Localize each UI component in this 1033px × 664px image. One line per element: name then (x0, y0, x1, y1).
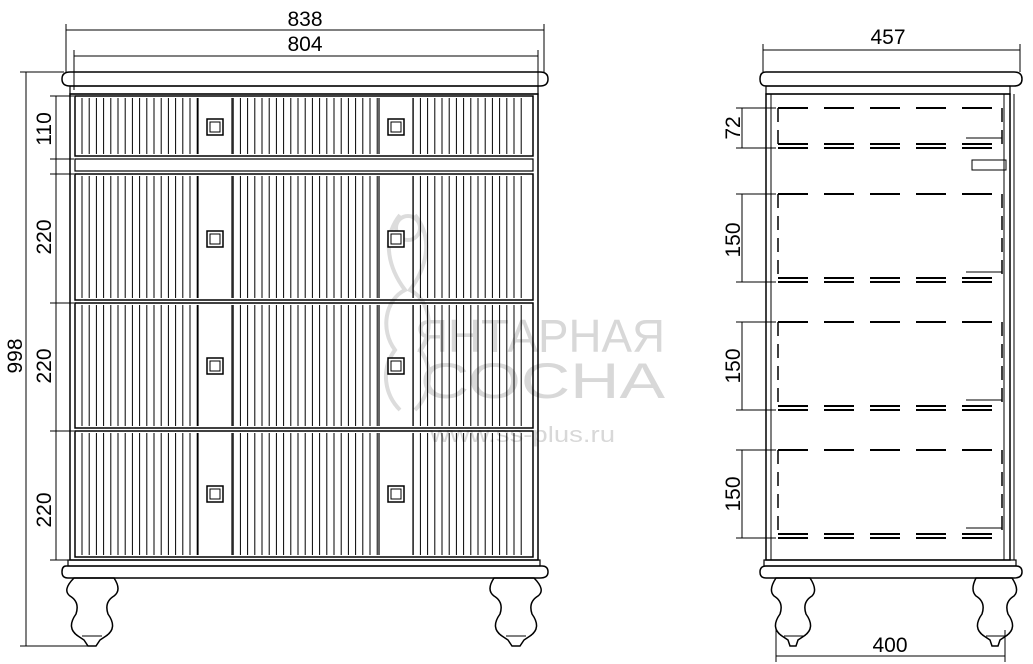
knob-inner (390, 121, 402, 133)
knob-icon (387, 357, 405, 375)
knob-inner (390, 233, 402, 245)
knob-inner (209, 360, 221, 372)
side-view: 457 (722, 26, 1023, 662)
front-drawer-1 (74, 95, 534, 157)
drawer-knobs (206, 118, 405, 503)
knob-inner (390, 360, 402, 372)
dimension-label-side-drawer-3: 150 (722, 348, 745, 383)
dimension-label-drawer-1: 110 (33, 112, 56, 145)
front-drawer-2 (74, 173, 534, 301)
dimension-label-side-drawer-4: 150 (722, 476, 745, 511)
side-plinth (759, 559, 1023, 579)
side-drawer-boxes (777, 107, 1003, 539)
dimension-label-body-width: 804 (287, 33, 322, 56)
dimension-drawer-heights: 110 220 220 220 (33, 95, 74, 561)
watermark-url: www.ss-plus.ru (429, 422, 615, 447)
knob-inner (209, 233, 221, 245)
dimension-label-drawer-4: 220 (33, 492, 56, 527)
knob-icon (387, 230, 405, 248)
knob-icon (206, 118, 224, 136)
watermark-line-2: СОСНА (420, 353, 666, 409)
side-leg-back (972, 577, 1018, 647)
dimension-base-depth: 400 (775, 630, 1006, 662)
dimension-label-drawer-3: 220 (33, 348, 56, 383)
dimension-drawer-inner-heights: 72 150 150 150 (722, 107, 776, 539)
dimension-overall-depth: 457 (762, 26, 1021, 72)
knob-inner (209, 121, 221, 133)
knob-inner (209, 488, 221, 500)
dimension-label-overall-height: 998 (4, 338, 27, 373)
side-top-board (759, 71, 1023, 95)
front-divider-rail (74, 158, 534, 172)
knob-icon (206, 357, 224, 375)
dimension-label-side-drawer-2: 150 (722, 222, 745, 257)
dimension-label-base-depth: 400 (872, 634, 907, 657)
knob-icon (206, 485, 224, 503)
front-drawer-4 (74, 430, 534, 558)
front-top-board (61, 71, 549, 95)
side-drawer-stop (971, 159, 1007, 171)
dimension-label-overall-width: 838 (287, 8, 322, 31)
dimension-body-width: 804 (73, 33, 539, 90)
dimension-label-drawer-2: 220 (33, 219, 56, 254)
dimension-label-overall-depth: 457 (870, 26, 905, 49)
side-carcass (765, 93, 1011, 561)
knob-icon (206, 230, 224, 248)
dimension-label-side-drawer-1: 72 (722, 116, 745, 139)
front-view: 838 804 (4, 8, 549, 647)
dimension-overall-height: 998 (4, 71, 88, 647)
front-plinth (61, 559, 549, 579)
drawer-fluting (81, 98, 522, 555)
front-leg-right (489, 577, 542, 647)
knob-inner (390, 488, 402, 500)
front-drawers (74, 95, 534, 558)
knob-icon (387, 118, 405, 136)
front-drawer-3 (74, 302, 534, 429)
dimension-overall-width: 838 (65, 8, 545, 72)
side-leg-front (770, 577, 816, 647)
knob-icon (387, 485, 405, 503)
front-leg-left (66, 577, 119, 647)
